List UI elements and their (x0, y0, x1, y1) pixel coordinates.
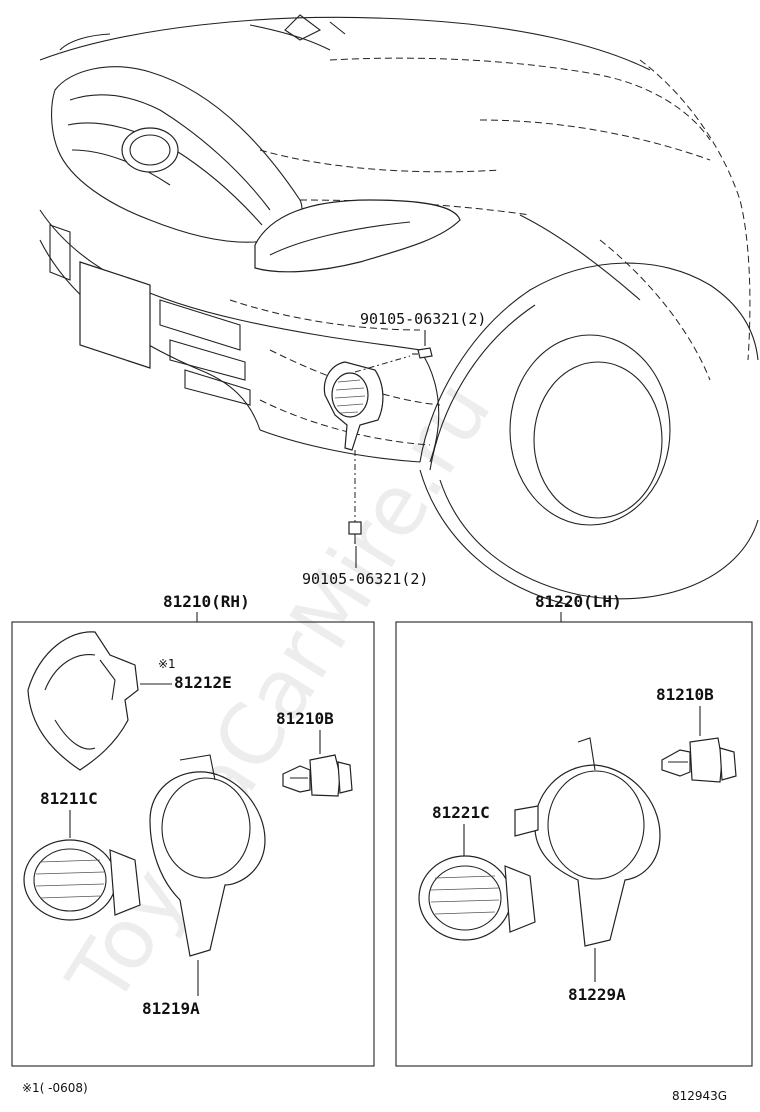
lh-bulb-icon (661, 737, 737, 783)
rh-lamp-icon (23, 839, 141, 921)
bolt-upper-label: 90105-06321(2) (360, 310, 486, 328)
bolt-upper-icon (412, 347, 433, 359)
lh-cover-label: 81229A (568, 985, 626, 1004)
footnote: ※1( -0608) (22, 1081, 88, 1095)
rh-bracket-label: 81212E (174, 673, 232, 692)
lh-cover-icon (514, 737, 661, 947)
rh-cover-icon (149, 754, 266, 957)
bolt-lower-label: 90105-06321(2) (302, 570, 428, 588)
drawing-number: 812943G (672, 1089, 727, 1103)
bolt-lower-icon (348, 521, 362, 544)
lh-lamp-label: 81221C (432, 803, 490, 822)
rh-bulb-label: 81210B (276, 709, 334, 728)
rh-assembly-label: 81210(RH) (163, 592, 250, 611)
rh-bracket-icon (27, 631, 139, 771)
rh-lamp-label: 81211C (40, 789, 98, 808)
foglamp-installed (323, 361, 384, 451)
vehicle-front-illustration (39, 14, 759, 606)
rh-cover-label: 81219A (142, 999, 200, 1018)
rh-assembly-box (11, 621, 375, 1067)
rh-bracket-note: ※1 (158, 657, 176, 671)
lh-assembly-box (395, 621, 753, 1067)
lh-bulb-label: 81210B (656, 685, 714, 704)
rh-bulb-icon (282, 754, 353, 797)
lh-assembly-label: 81220(LH) (535, 592, 622, 611)
lh-lamp-icon (418, 855, 536, 941)
